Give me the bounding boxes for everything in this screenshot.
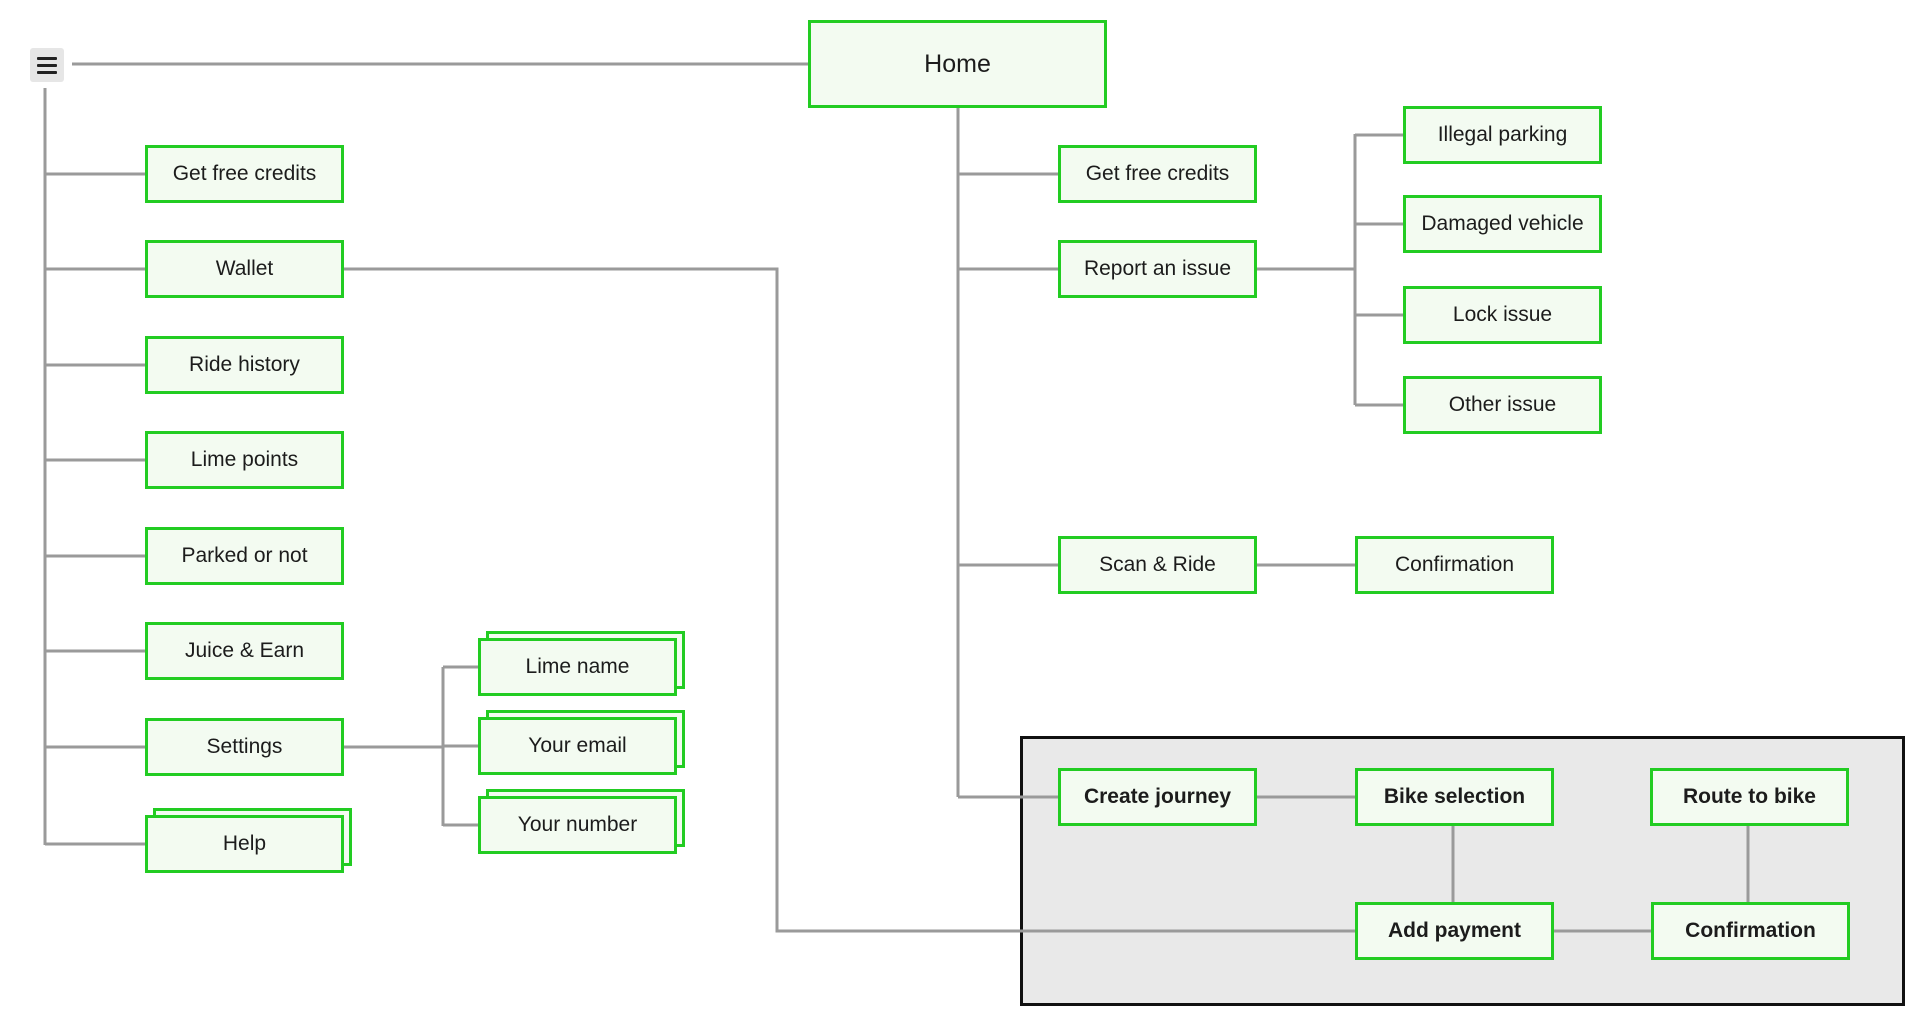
issue-node-other-issue[interactable]: Other issue <box>1403 376 1602 434</box>
settings-node-email[interactable]: Your email <box>478 717 677 775</box>
journey-node-bike-selection[interactable]: Bike selection <box>1355 768 1554 826</box>
settings-node-number[interactable]: Your number <box>478 796 677 854</box>
journey-node-confirmation[interactable]: Confirmation <box>1651 902 1850 960</box>
menu-node-wallet[interactable]: Wallet <box>145 240 344 298</box>
menu-node-parked[interactable]: Parked or not <box>145 527 344 585</box>
menu-node-ride-history[interactable]: Ride history <box>145 336 344 394</box>
scan-confirmation-node[interactable]: Confirmation <box>1355 536 1554 594</box>
hamburger-menu-icon[interactable] <box>30 48 64 82</box>
home-node-report-issue[interactable]: Report an issue <box>1058 240 1257 298</box>
menu-bar <box>37 70 57 74</box>
menu-node-lime-points[interactable]: Lime points <box>145 431 344 489</box>
menu-node-settings[interactable]: Settings <box>145 718 344 776</box>
issue-node-illegal-parking[interactable]: Illegal parking <box>1403 106 1602 164</box>
menu-node-juice-earn[interactable]: Juice & Earn <box>145 622 344 680</box>
home-node-scan-ride[interactable]: Scan & Ride <box>1058 536 1257 594</box>
menu-bar <box>37 63 57 67</box>
home-node-free-credits[interactable]: Get free credits <box>1058 145 1257 203</box>
issue-node-lock-issue[interactable]: Lock issue <box>1403 286 1602 344</box>
journey-node-add-payment[interactable]: Add payment <box>1355 902 1554 960</box>
issue-node-damaged-vehicle[interactable]: Damaged vehicle <box>1403 195 1602 253</box>
journey-node-create[interactable]: Create journey <box>1058 768 1257 826</box>
menu-bar <box>37 56 57 60</box>
home-node[interactable]: Home <box>808 20 1107 108</box>
menu-node-help[interactable]: Help <box>145 815 344 873</box>
connector-wallet-payment <box>344 267 1355 933</box>
menu-node-free-credits[interactable]: Get free credits <box>145 145 344 203</box>
settings-node-lime-name[interactable]: Lime name <box>478 638 677 696</box>
journey-node-route-to-bike[interactable]: Route to bike <box>1650 768 1849 826</box>
